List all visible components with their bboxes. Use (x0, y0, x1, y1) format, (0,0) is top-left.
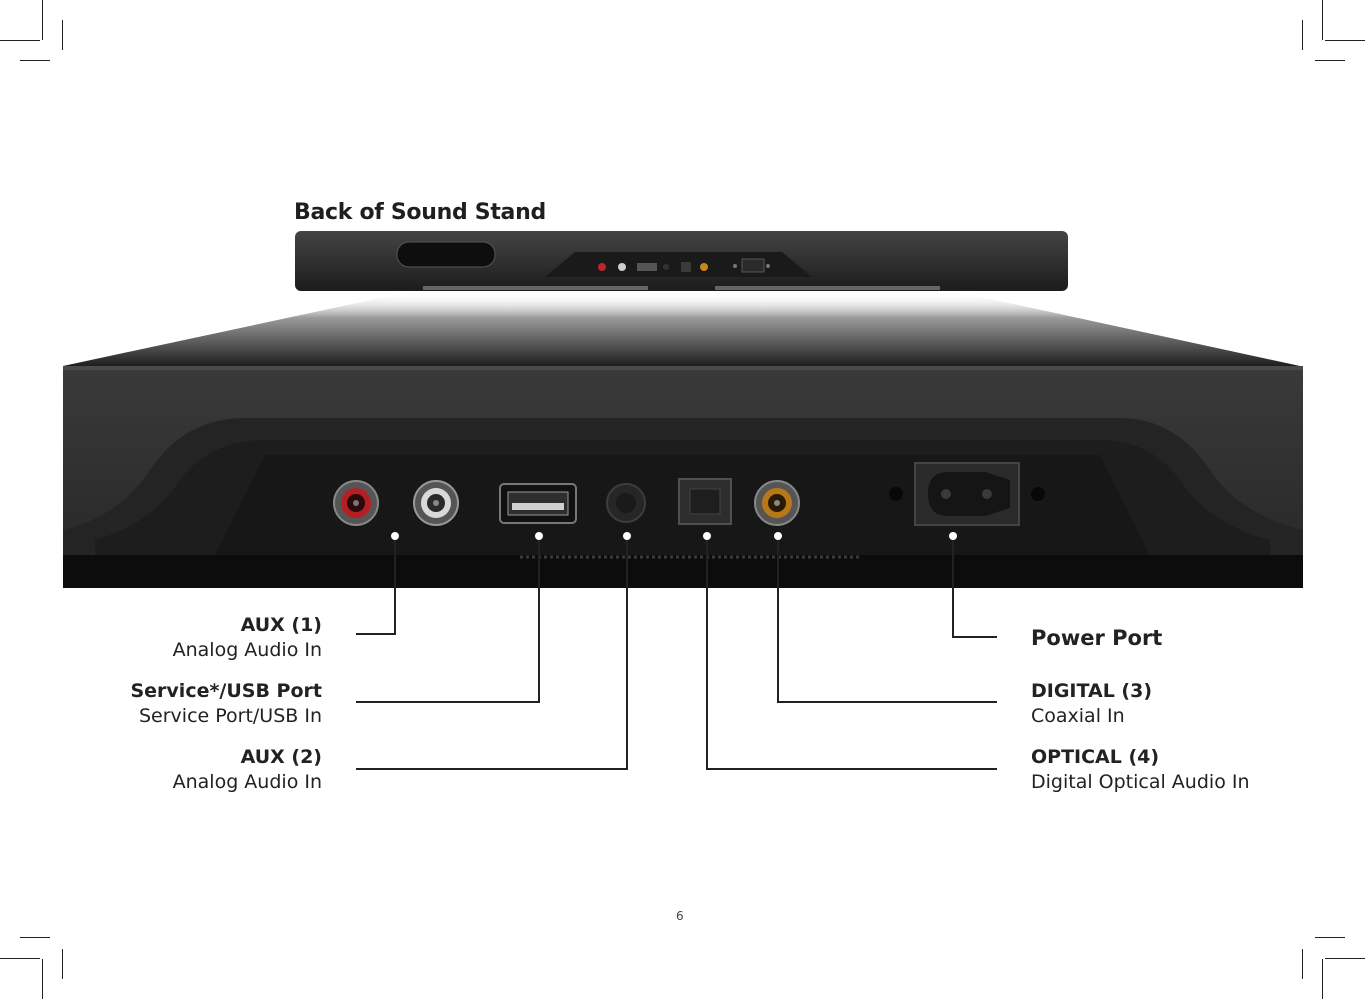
aux1-title: AUX (1) (240, 614, 322, 636)
port-panel-closeup (63, 366, 1303, 588)
usb-port-thumb (637, 263, 657, 271)
optical-port (678, 478, 732, 525)
service-button (606, 483, 646, 523)
aux2-title: AUX (2) (240, 746, 322, 768)
usb-label: Service*/USB Port Service Port/USB In (130, 679, 322, 729)
crop-mark (20, 937, 50, 938)
crop-mark (42, 0, 43, 40)
crop-mark (20, 60, 50, 61)
aux2-connector (413, 480, 459, 526)
crop-mark (62, 949, 63, 979)
crop-mark (1325, 958, 1365, 959)
aux1-connector-thumb (598, 263, 606, 271)
usb-port (499, 483, 577, 524)
page-number: 6 (676, 909, 684, 923)
crop-mark (0, 958, 40, 959)
crop-mark (1322, 0, 1323, 40)
usb-subtitle: Service Port/USB In (138, 705, 322, 727)
optical-label: OPTICAL (4) Digital Optical Audio In (1031, 745, 1250, 795)
aux2-connector-thumb (618, 263, 626, 271)
optical-subtitle: Digital Optical Audio In (1031, 771, 1250, 793)
digital-label: DIGITAL (3) Coaxial In (1031, 679, 1152, 729)
aux1-connector (333, 480, 379, 526)
optical-title: OPTICAL (4) (1031, 746, 1160, 768)
aux1-label: AUX (1) Analog Audio In (173, 613, 322, 663)
crop-mark (1315, 937, 1345, 938)
page-title: Back of Sound Stand (294, 200, 546, 225)
coax-connector-thumb (700, 263, 708, 271)
crop-mark (0, 40, 40, 41)
usb-title: Service*/USB Port (130, 680, 322, 702)
power-port (889, 462, 1045, 526)
crop-mark (1302, 949, 1303, 979)
leader-lines (356, 536, 997, 770)
crop-mark (42, 959, 43, 999)
crop-mark (1325, 40, 1365, 41)
coax-connector (754, 480, 800, 526)
digital-subtitle: Coaxial In (1031, 705, 1125, 727)
power-title: Power Port (1031, 626, 1163, 650)
digital-title: DIGITAL (3) (1031, 680, 1153, 702)
crop-mark (1302, 20, 1303, 50)
zoom-projection (63, 292, 1300, 366)
power-label: Power Port (1031, 626, 1162, 651)
crop-mark (62, 20, 63, 50)
crop-mark (1315, 60, 1345, 61)
sound-stand-overview (295, 231, 1068, 291)
leader-dots (391, 532, 957, 540)
aux1-subtitle: Analog Audio In (172, 639, 322, 661)
aux2-subtitle: Analog Audio In (172, 771, 322, 793)
aux2-label: AUX (2) Analog Audio In (173, 745, 322, 795)
crop-mark (1322, 959, 1323, 999)
